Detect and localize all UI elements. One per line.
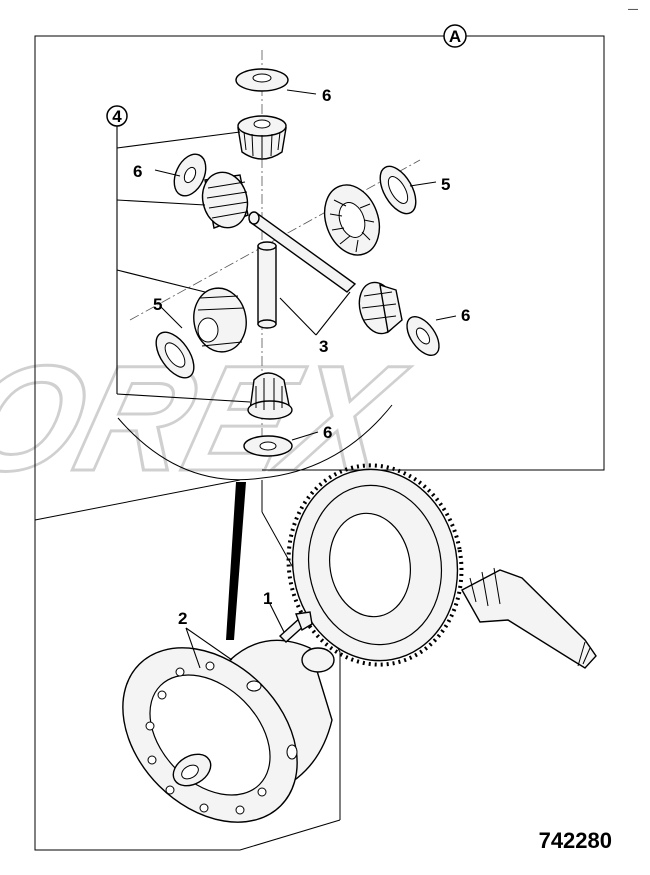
callout-6-bottom: 6 — [323, 423, 332, 442]
leader-lines — [116, 89, 457, 669]
corner-mark: — — [628, 4, 638, 15]
bolt — [278, 611, 313, 643]
planet-gear-bottom — [247, 372, 293, 420]
thrust-washer-right-upper — [379, 165, 417, 215]
planet-gear-right — [358, 281, 403, 335]
callout-5-left: 5 — [153, 295, 162, 314]
callout-4-label: 4 — [112, 107, 122, 126]
thrust-washer-bottom — [243, 435, 293, 457]
callout-6-right: 6 — [461, 306, 470, 325]
figure-number: 742280 — [539, 828, 612, 853]
cross-shaft — [248, 211, 357, 329]
side-gear-left — [201, 171, 249, 229]
side-gear-right — [323, 184, 381, 256]
detail-marker-label: A — [449, 27, 461, 46]
callout-3: 3 — [319, 337, 328, 356]
detail-marker-a: A — [443, 24, 467, 48]
thrust-washer-left-lower — [155, 331, 195, 379]
side-gear-left-lower — [193, 287, 247, 353]
planet-gear-top — [237, 115, 287, 160]
callouts: 4 6 6 5 6 5 3 6 1 2 — [106, 86, 470, 628]
thrust-washer-right-lower — [406, 316, 440, 356]
callout-6-top: 6 — [322, 86, 331, 105]
callout-4: 4 — [106, 105, 128, 127]
callout-1: 1 — [263, 589, 272, 608]
exploded-differential-gears — [129, 50, 440, 457]
detail-a-frame — [34, 35, 605, 851]
callout-2: 2 — [178, 609, 187, 628]
differential-case — [122, 611, 335, 823]
thrust-washer-left — [173, 153, 207, 197]
crown-wheel-and-pinion — [286, 463, 597, 669]
thrust-washer-top — [235, 68, 289, 92]
callout-5-right: 5 — [441, 175, 450, 194]
callout-6-left: 6 — [133, 162, 142, 181]
flange-bolt-holes — [145, 661, 267, 815]
